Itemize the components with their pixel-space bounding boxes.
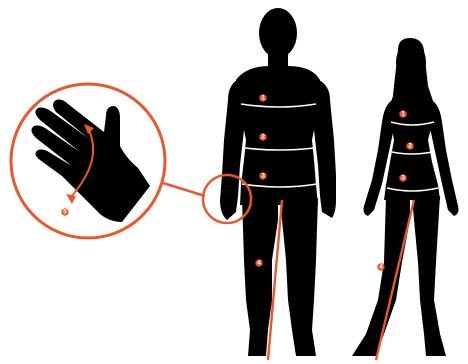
callout-connector (163, 183, 205, 196)
svg-text:1: 1 (401, 111, 405, 118)
svg-text:1: 1 (261, 95, 265, 102)
svg-text:5: 5 (63, 209, 67, 216)
svg-text:2: 2 (408, 143, 412, 150)
svg-text:3: 3 (261, 173, 265, 180)
svg-text:4: 4 (257, 260, 261, 267)
hand-callout (11, 84, 251, 238)
svg-text:3: 3 (401, 175, 405, 182)
female-silhouette (352, 38, 459, 356)
svg-text:2: 2 (261, 134, 265, 141)
svg-text:4: 4 (379, 264, 383, 271)
male-silhouette (220, 8, 336, 356)
